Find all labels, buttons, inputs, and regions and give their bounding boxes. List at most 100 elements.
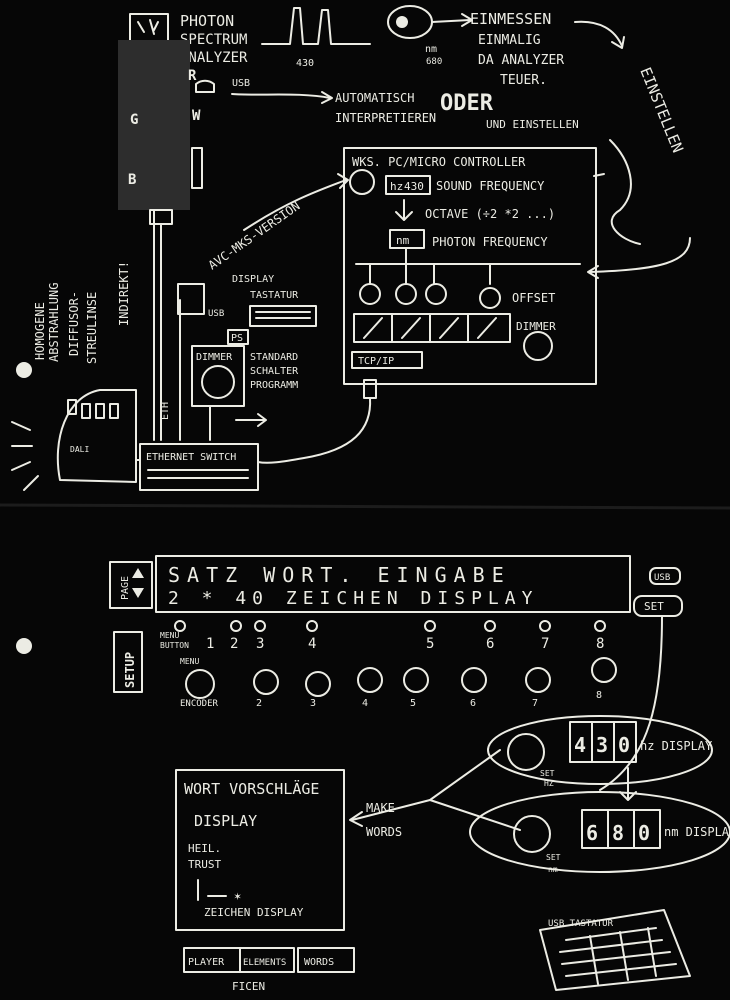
button-num-7: 7 bbox=[541, 636, 549, 652]
homogene-label: HOMOGENE bbox=[33, 302, 47, 360]
menu-button-5[interactable] bbox=[424, 620, 436, 632]
nm-digit-2: 8 bbox=[612, 821, 624, 845]
make-label: MAKE bbox=[366, 801, 395, 815]
avc-version-label: AVC-MKS-VERSION bbox=[206, 199, 303, 273]
nm-display-label: nm DISPLAY bbox=[664, 825, 730, 839]
menu-encoder-label-1: MENU bbox=[180, 657, 199, 666]
rj45-plug-icon bbox=[363, 379, 377, 399]
hz-box-value: 430 bbox=[404, 180, 424, 193]
encoder-num-4: 4 bbox=[362, 698, 368, 709]
standard-line-1: STANDARD bbox=[250, 352, 298, 363]
page-label: PAGE bbox=[120, 576, 131, 600]
set-hz-encoder[interactable] bbox=[507, 733, 545, 771]
encoder-3[interactable] bbox=[305, 671, 331, 697]
keyboard-keys bbox=[255, 311, 311, 319]
make-words-link bbox=[429, 749, 521, 831]
set-hz-label-1: SET bbox=[540, 769, 555, 778]
dimmer-label: DIMMER bbox=[516, 320, 556, 333]
encoder-num-3: 3 bbox=[310, 698, 316, 709]
ps-label: PS bbox=[231, 333, 243, 344]
svg-text:R: R bbox=[188, 68, 197, 84]
dimmer-wires bbox=[209, 405, 265, 441]
photon-analyzer-label-3: ANALYZER bbox=[180, 50, 248, 66]
sound-frequency-label: SOUND FREQUENCY bbox=[436, 179, 545, 193]
menu-button-1[interactable] bbox=[174, 620, 186, 632]
automatisch-label: AUTOMATISCH bbox=[335, 91, 414, 105]
menu-button-3[interactable] bbox=[254, 620, 266, 632]
hz-digit-dividers bbox=[591, 721, 615, 763]
menu-encoder-label-2: ENCODER bbox=[180, 699, 219, 709]
set-label: SET bbox=[644, 600, 664, 613]
setup-button[interactable] bbox=[113, 631, 143, 693]
interpretieren-label: INTERPRETIEREN bbox=[335, 111, 436, 125]
und-einstellen-label: UND EINSTELLEN bbox=[486, 118, 579, 131]
da-analyzer-label: DA ANALYZER bbox=[478, 53, 564, 68]
encoder-1[interactable] bbox=[185, 669, 215, 699]
einstellen-arrowhead bbox=[611, 36, 625, 49]
hz-digit-display bbox=[569, 721, 637, 763]
menu-button-6[interactable] bbox=[484, 620, 496, 632]
octave-label: OCTAVE (÷2 *2 ...) bbox=[425, 207, 555, 221]
tcpip-box bbox=[351, 351, 423, 369]
hz-display-label: hz DISPLAY bbox=[640, 739, 713, 753]
usb-cable bbox=[231, 93, 331, 99]
dimmer-knob-icon bbox=[523, 331, 553, 361]
button-num-3: 3 bbox=[256, 636, 264, 652]
encoder-2[interactable] bbox=[253, 669, 279, 695]
encoder-6[interactable] bbox=[461, 667, 487, 693]
button-num-5: 5 bbox=[426, 636, 434, 652]
lcd-line-2: 2 * 40 ZEICHEN DISPLAY bbox=[168, 588, 538, 609]
diffusor-label: DIFFUSOR- bbox=[67, 291, 81, 356]
hz-group-outline bbox=[487, 715, 713, 785]
nm-digit-display bbox=[581, 809, 661, 849]
encoder-4[interactable] bbox=[357, 667, 383, 693]
ps-box bbox=[227, 329, 249, 345]
hazard-icon: ✶ bbox=[234, 889, 241, 903]
hz-digit-2: 3 bbox=[596, 733, 608, 757]
encoder-num-2: 2 bbox=[256, 698, 262, 709]
hz-box bbox=[385, 175, 431, 195]
dimmer-arrowhead bbox=[257, 413, 267, 427]
encoder-7[interactable] bbox=[525, 667, 551, 693]
standard-line-3: PROGRAMM bbox=[250, 380, 298, 391]
nm-label: nm bbox=[425, 44, 437, 55]
keyboard-icon bbox=[249, 305, 317, 327]
elements-label: ELEMENTS bbox=[243, 958, 286, 968]
make-words-arrow bbox=[351, 799, 431, 821]
controller-knob-icon bbox=[349, 169, 375, 195]
spectrum-peaks-icon bbox=[261, 7, 371, 45]
lamp-housing bbox=[56, 389, 137, 483]
set-nm-label-1: SET bbox=[546, 853, 561, 862]
oder-label: ODER bbox=[440, 91, 494, 116]
encoder-8[interactable] bbox=[591, 657, 617, 683]
words-button[interactable] bbox=[297, 947, 355, 973]
menu-button-8[interactable] bbox=[594, 620, 606, 632]
encoder-5[interactable] bbox=[403, 667, 429, 693]
nm-digit-1: 6 bbox=[586, 821, 598, 845]
cursor-marks bbox=[197, 879, 227, 901]
avc-arrow bbox=[243, 179, 347, 231]
page-button[interactable] bbox=[109, 561, 153, 609]
eth-wires bbox=[153, 209, 181, 441]
menu-button-4[interactable] bbox=[306, 620, 318, 632]
menu-button-2[interactable] bbox=[230, 620, 242, 632]
set-button[interactable] bbox=[633, 595, 683, 617]
photon-frequency-label: PHOTON FREQUENCY bbox=[432, 235, 548, 249]
usb-tastatur-label: USB TASTATUR bbox=[548, 919, 614, 929]
photon-analyzer-label: PHOTON bbox=[180, 12, 234, 30]
display-label: DISPLAY bbox=[232, 274, 274, 285]
ethernet-cable bbox=[257, 397, 372, 464]
menu-button-label-1: MENU bbox=[160, 631, 179, 640]
punch-hole-1 bbox=[16, 362, 32, 378]
nm-digit-3: 0 bbox=[638, 821, 650, 845]
set-nm-encoder[interactable] bbox=[513, 815, 551, 853]
nm-680-label: 680 bbox=[426, 57, 442, 67]
wort-list-1: HEIL. bbox=[188, 842, 221, 855]
page-updown-icon bbox=[132, 568, 144, 598]
menu-button-7[interactable] bbox=[539, 620, 551, 632]
dimmer-device bbox=[191, 345, 245, 407]
nm-digit-dividers bbox=[607, 809, 635, 849]
einstellen-arrow bbox=[574, 20, 623, 47]
elements-button[interactable] bbox=[239, 947, 295, 973]
mini-display-box bbox=[177, 283, 205, 315]
